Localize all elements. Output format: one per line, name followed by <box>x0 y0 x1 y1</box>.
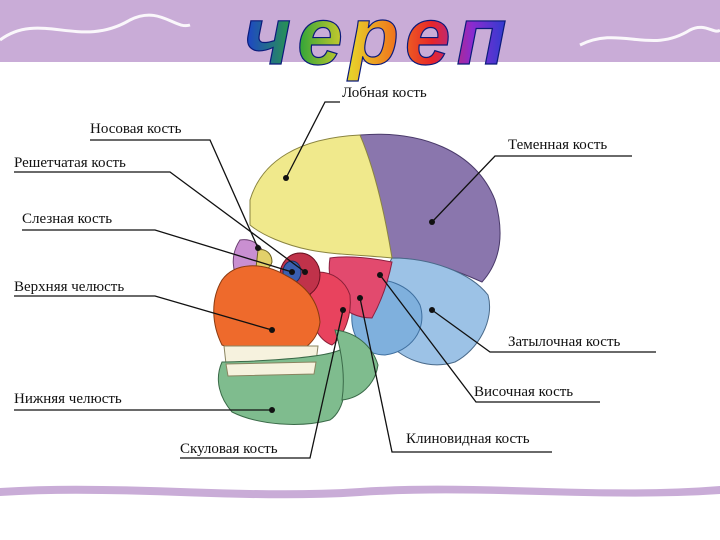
title-banner <box>0 0 720 62</box>
banner-swirl-left <box>0 13 191 42</box>
pointer-maxilla <box>14 295 273 331</box>
label-temporal-bone: Височная кость <box>474 384 574 400</box>
dot-ethmoid <box>302 269 308 275</box>
pointer-temporal <box>379 274 600 403</box>
label-maxilla: Верхняя челюсть <box>14 279 125 295</box>
bottom-stripe <box>0 485 720 499</box>
dot-nasal <box>255 245 261 251</box>
label-ethmoid-bone: Решетчатая кость <box>14 155 126 171</box>
pointer-lacrimal <box>22 229 293 273</box>
dot-parietal <box>429 219 435 225</box>
pointer-sphenoid <box>359 297 552 453</box>
dot-zygomatic <box>340 307 346 313</box>
dot-sphenoid <box>357 295 363 301</box>
lower-teeth <box>225 361 317 377</box>
label-sphenoid-bone: Клиновидная кость <box>406 431 530 447</box>
mandible-ramus <box>334 329 379 401</box>
dot-maxilla <box>269 327 275 333</box>
label-lacrimal-bone: Слезная кость <box>22 211 113 227</box>
label-mandible: Нижняя челюсть <box>14 391 122 407</box>
pointer-parietal <box>431 155 632 223</box>
pointer-lines <box>14 101 656 459</box>
frontal-bone <box>249 134 393 259</box>
label-zygomatic-bone: Скуловая кость <box>180 441 278 457</box>
pointer-frontal <box>285 101 340 179</box>
label-occipital-bone: Затылочная кость <box>508 334 621 350</box>
pointer-zygomatic <box>180 309 344 459</box>
maxilla-bone <box>213 265 321 356</box>
dot-mandible <box>269 407 275 413</box>
pointer-nasal <box>90 139 259 249</box>
label-parietal-bone: Теменная кость <box>508 137 608 153</box>
page-title: череп <box>243 0 512 82</box>
pointer-occipital <box>431 309 656 353</box>
label-nasal-bone: Носовая кость <box>90 121 182 137</box>
banner-swirl-right <box>579 25 720 47</box>
skull <box>213 133 501 425</box>
dot-lacrimal <box>289 269 295 275</box>
label-frontal-bone: Лобная кость <box>342 85 427 101</box>
dot-temporal <box>377 272 383 278</box>
pointer-dots <box>255 175 435 413</box>
dot-frontal <box>283 175 289 181</box>
dot-occipital <box>429 307 435 313</box>
pointer-ethmoid <box>14 171 306 273</box>
